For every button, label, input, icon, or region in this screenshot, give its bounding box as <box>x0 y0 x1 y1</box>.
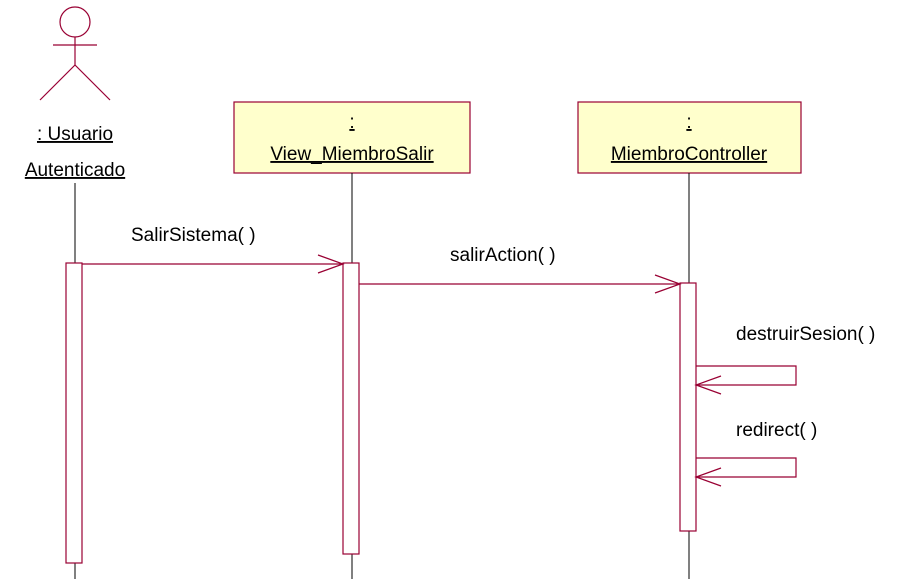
message-arrow-salirsistema <box>82 254 345 274</box>
object-box-view-miembrosalir <box>233 101 471 174</box>
message-label-redirect: redirect( ) <box>736 420 817 441</box>
object-name-controller: MiembroController <box>611 144 768 165</box>
message-arrow-saliraction <box>359 274 682 294</box>
object-prefix-view: : <box>349 112 354 133</box>
actor-icon <box>39 6 111 101</box>
message-label-destruirsesion: destruirSesion( ) <box>736 324 875 345</box>
activation-bar-actor <box>65 262 83 564</box>
object-box-miembrocontroller <box>577 101 802 174</box>
actor-name-line2: Autenticado <box>25 160 125 181</box>
message-arrow-redirect <box>694 457 797 487</box>
object-name-view: View_MiembroSalir <box>270 144 434 165</box>
activation-bar-controller <box>679 282 697 532</box>
actor-name-line1: : Usuario <box>37 124 113 145</box>
message-label-saliraction: salirAction( ) <box>450 245 556 266</box>
message-label-salirsistema: SalirSistema( ) <box>131 225 256 246</box>
activation-bar-view <box>342 262 360 555</box>
message-arrow-destruirsesion <box>694 365 797 395</box>
object-prefix-controller: : <box>686 112 691 133</box>
